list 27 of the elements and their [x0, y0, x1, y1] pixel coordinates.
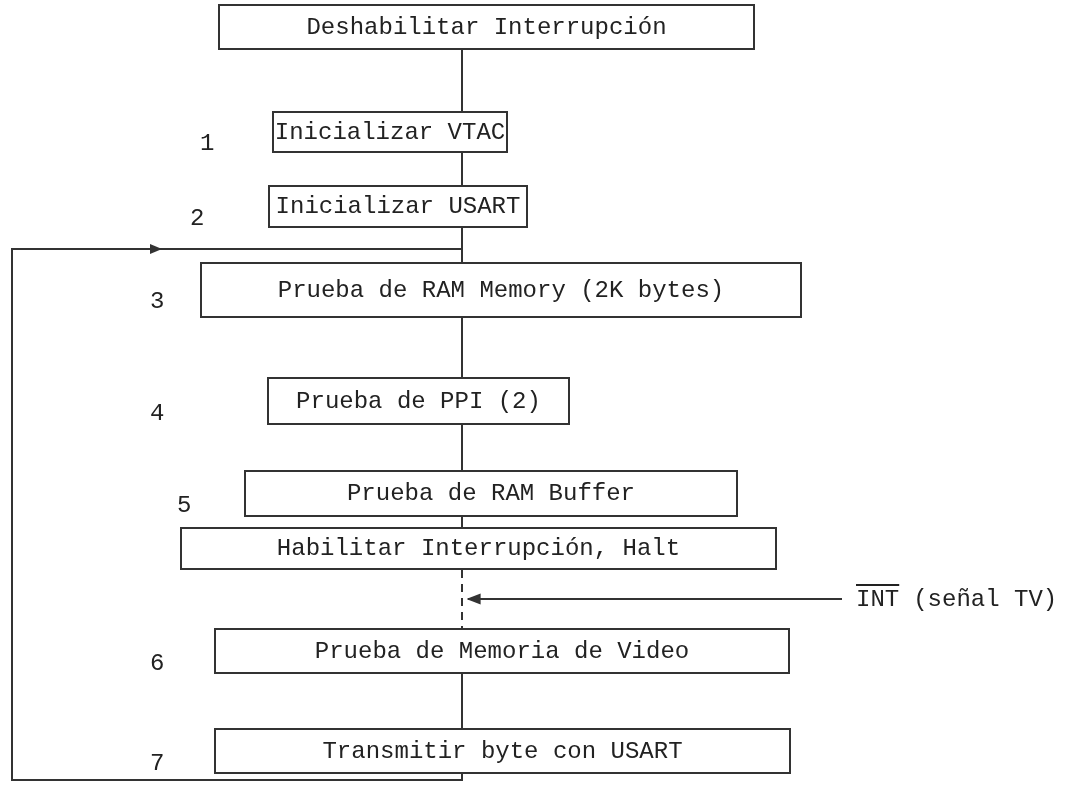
process-box: Prueba de RAM Memory (2K bytes) [200, 262, 802, 318]
signal-name: INT [856, 585, 900, 613]
connector-line [461, 49, 463, 112]
connector-line [461, 424, 463, 471]
signal-note: (señal TV) [913, 585, 1058, 613]
process-box: Prueba de Memoria de Video [214, 628, 790, 674]
process-box: Transmitir byte con USART [214, 728, 791, 774]
connector-line [461, 152, 463, 186]
connector-line [461, 516, 463, 528]
arrow [466, 593, 843, 605]
step-number: 5 [177, 492, 192, 519]
step-number: 2 [190, 205, 205, 232]
connector-line [461, 569, 463, 629]
process-box: Habilitar Interrupción, Halt [180, 527, 777, 570]
connector-line [461, 673, 463, 729]
step-number: 6 [150, 650, 165, 677]
step-number: 4 [150, 400, 165, 427]
process-box: Deshabilitar Interrupción [218, 4, 755, 50]
process-box: Inicializar USART [268, 185, 528, 228]
step-number: 7 [150, 750, 165, 777]
connector-line [461, 317, 463, 378]
step-number: 1 [200, 130, 215, 157]
process-box: Prueba de RAM Buffer [244, 470, 738, 517]
loop-arrow [11, 244, 463, 781]
process-box: Prueba de PPI (2) [267, 377, 570, 425]
process-box: Inicializar VTAC [272, 111, 508, 153]
step-number: 3 [150, 288, 165, 315]
